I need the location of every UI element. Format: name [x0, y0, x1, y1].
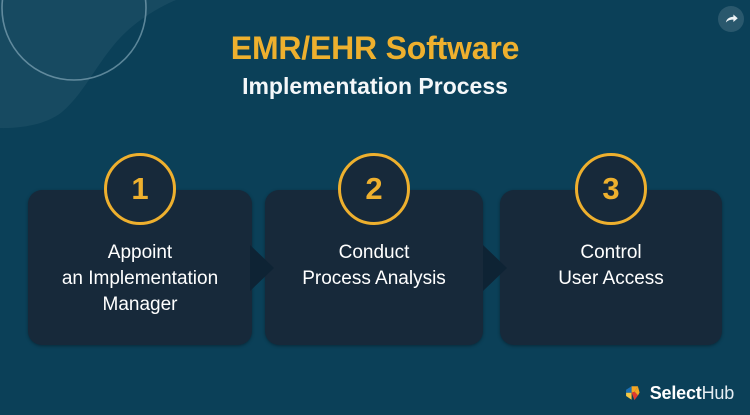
selecthub-cube-icon — [625, 385, 640, 400]
page-subtitle: Implementation Process — [242, 73, 508, 99]
header: EMR/EHR Software Implementation Process — [0, 28, 750, 101]
step-3[interactable]: 3 Control User Access — [500, 153, 722, 345]
step-1[interactable]: 1 Appoint an Implementation Manager — [28, 153, 252, 345]
step-number: 2 — [365, 170, 383, 206]
page-title: EMR/EHR Software — [230, 30, 520, 66]
step-number-badge: 2 — [338, 153, 410, 225]
step-label: Control User Access — [558, 242, 664, 289]
step-number-badge: 1 — [104, 153, 176, 225]
logo-name-light: Hub — [701, 383, 735, 403]
share-arrow-icon — [725, 14, 738, 23]
share-button[interactable] — [718, 6, 744, 32]
step-number-badge: 3 — [575, 153, 647, 225]
step-number: 3 — [602, 170, 620, 206]
step-label: Conduct Process Analysis — [302, 242, 446, 289]
logo-wordmark: SelectHub — [650, 383, 734, 403]
logo-name-bold: Select — [649, 383, 702, 403]
step-connector-arrow-1 — [250, 245, 274, 291]
step-2[interactable]: 2 Conduct Process Analysis — [265, 153, 483, 345]
selecthub-logo: SelectHub — [624, 383, 734, 403]
step-connector-arrow-2 — [483, 245, 507, 291]
steps-band: 1 Appoint an Implementation Manager 2 Co… — [0, 150, 750, 350]
step-number: 1 — [131, 170, 149, 206]
step-label: Appoint an Implementation Manager — [61, 242, 219, 315]
